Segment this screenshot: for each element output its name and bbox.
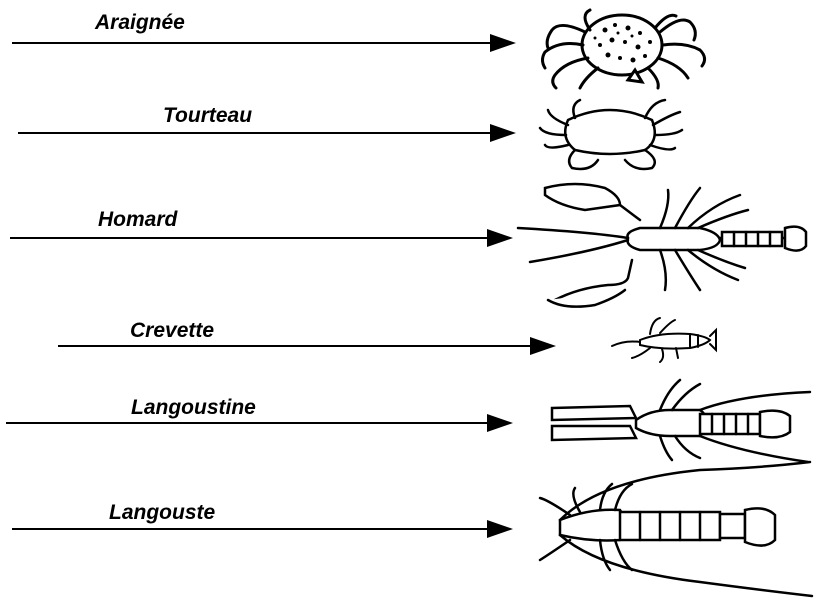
langoustine-icon xyxy=(552,380,810,462)
arrow-langouste xyxy=(12,520,513,538)
arrow-langoustine xyxy=(6,414,513,432)
spiny-lobster-icon xyxy=(540,462,812,596)
arrow-tourteau xyxy=(18,124,516,142)
arrow-homard xyxy=(10,229,513,247)
spider-crab-icon xyxy=(543,10,705,88)
shrimp-icon xyxy=(612,318,716,362)
lobster-icon xyxy=(518,184,806,307)
arrow-araignee xyxy=(12,34,516,52)
arrow-crevette xyxy=(58,337,556,355)
brown-crab-icon xyxy=(540,100,682,169)
